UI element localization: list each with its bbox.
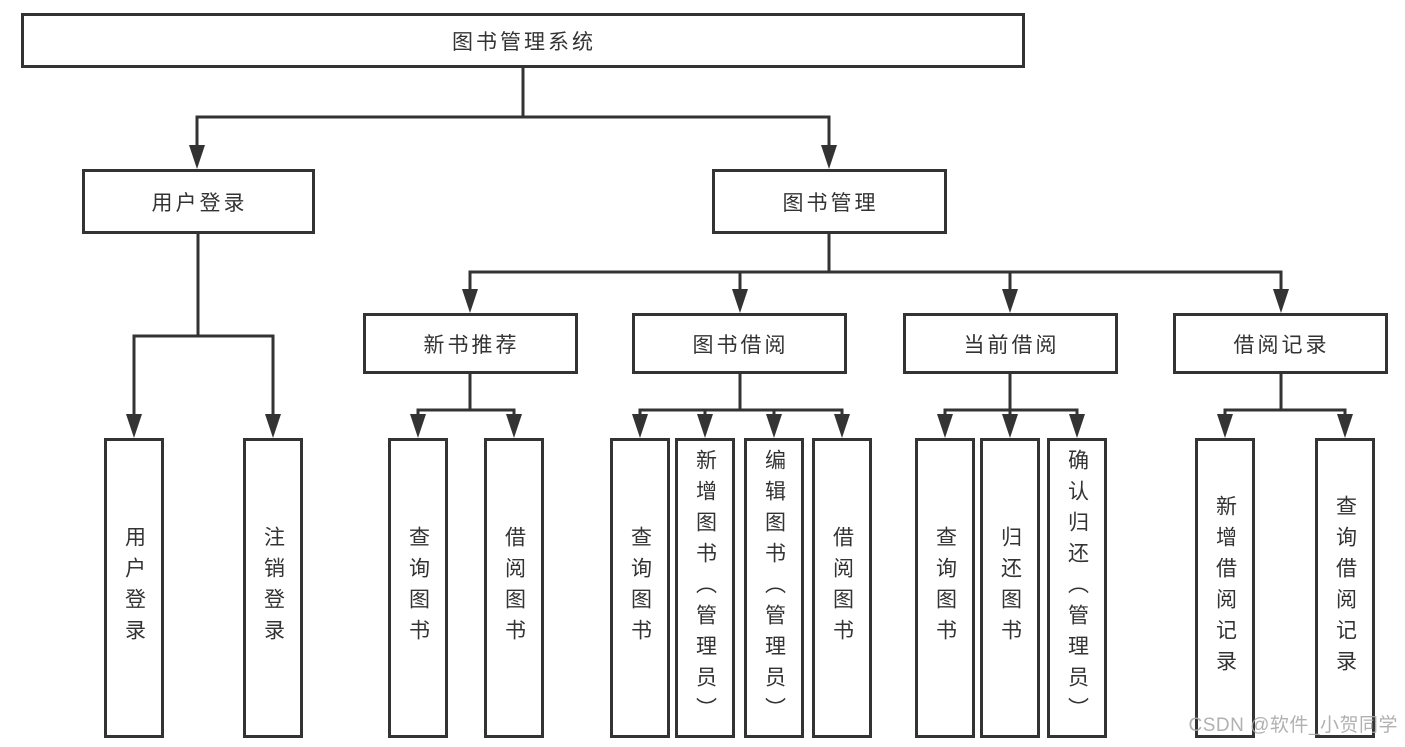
leaf-return-books-label: 归还图书 bbox=[998, 526, 1022, 650]
leaf-logout-label: 注销登录 bbox=[261, 526, 285, 650]
node-current-borrowing-label: 当前借阅 bbox=[963, 333, 1060, 357]
leaf-current-query-books-label: 查询图书 bbox=[933, 526, 957, 650]
node-book-borrowing-label: 图书借阅 bbox=[692, 333, 789, 357]
leaf-recommend-borrow-books-label: 借阅图书 bbox=[502, 526, 526, 650]
leaf-edit-books-admin-label: 编辑图书（管理员） bbox=[762, 448, 786, 728]
node-borrow-records: 借阅记录 bbox=[1173, 313, 1388, 374]
leaf-user-login: 用户登录 bbox=[104, 438, 164, 738]
leaf-confirm-return-admin-label: 确认归还（管理员） bbox=[1065, 448, 1089, 728]
node-book-management-label: 图书管理 bbox=[782, 191, 879, 215]
node-current-borrowing: 当前借阅 bbox=[903, 313, 1118, 374]
leaf-edit-books-admin: 编辑图书（管理员） bbox=[744, 438, 804, 738]
leaf-recommend-query-books-label: 查询图书 bbox=[406, 526, 430, 650]
leaf-borrowing-query-books-label: 查询图书 bbox=[628, 526, 652, 650]
leaf-current-query-books: 查询图书 bbox=[915, 438, 975, 738]
leaf-logout: 注销登录 bbox=[243, 438, 303, 738]
node-book-borrowing: 图书借阅 bbox=[632, 313, 847, 374]
leaf-query-borrow-record-label: 查询借阅记录 bbox=[1333, 495, 1357, 681]
leaf-return-books: 归还图书 bbox=[980, 438, 1040, 738]
leaf-recommend-borrow-books: 借阅图书 bbox=[484, 438, 544, 738]
leaf-add-borrow-record-label: 新增借阅记录 bbox=[1213, 495, 1237, 681]
leaf-add-books-admin: 新增图书（管理员） bbox=[675, 438, 735, 738]
leaf-user-login-label: 用户登录 bbox=[122, 526, 146, 650]
csdn-watermark: CSDN @软件_小贺同学 bbox=[1188, 715, 1398, 736]
leaf-confirm-return-admin: 确认归还（管理员） bbox=[1047, 438, 1107, 738]
node-borrow-records-label: 借阅记录 bbox=[1233, 333, 1330, 357]
node-new-book-recommend-label: 新书推荐 bbox=[423, 333, 520, 357]
leaf-borrowing-borrow-books-label: 借阅图书 bbox=[830, 526, 854, 650]
node-book-management: 图书管理 bbox=[712, 169, 947, 234]
leaf-borrowing-query-books: 查询图书 bbox=[610, 438, 670, 738]
node-user-login-label: 用户登录 bbox=[151, 191, 248, 215]
node-new-book-recommend: 新书推荐 bbox=[363, 313, 578, 374]
leaf-borrowing-borrow-books: 借阅图书 bbox=[812, 438, 872, 738]
leaf-recommend-query-books: 查询图书 bbox=[388, 438, 448, 738]
leaf-add-books-admin-label: 新增图书（管理员） bbox=[693, 448, 717, 728]
leaf-add-borrow-record: 新增借阅记录 bbox=[1195, 438, 1255, 738]
arrowhead-icons bbox=[126, 145, 1353, 438]
leaf-query-borrow-record: 查询借阅记录 bbox=[1315, 438, 1375, 738]
node-user-login: 用户登录 bbox=[82, 169, 315, 234]
node-root: 图书管理系统 bbox=[21, 13, 1025, 68]
node-root-label: 图书管理系统 bbox=[452, 30, 596, 54]
